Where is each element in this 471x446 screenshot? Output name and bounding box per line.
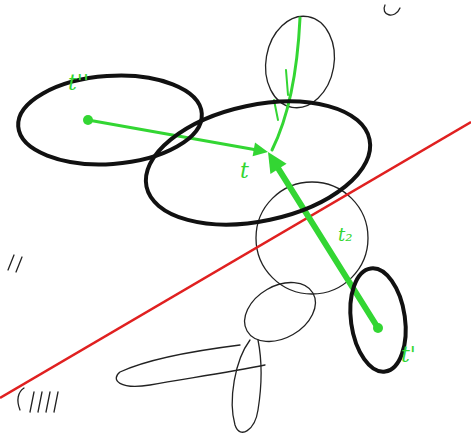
ellipse-outline <box>140 98 376 228</box>
node-label: t'' <box>68 72 89 94</box>
green-arrow <box>268 152 378 328</box>
node-label: t' <box>401 344 416 366</box>
green-arrow <box>88 120 268 156</box>
ellipse-region: t'' <box>12 70 208 170</box>
ellipse-region: t' <box>345 262 455 386</box>
node-label: t <box>240 160 249 182</box>
ellipse-outline <box>12 70 208 170</box>
ellipse-outline <box>345 262 455 386</box>
ellipse-region: t <box>140 98 376 228</box>
time-label: t₂ <box>338 226 352 244</box>
